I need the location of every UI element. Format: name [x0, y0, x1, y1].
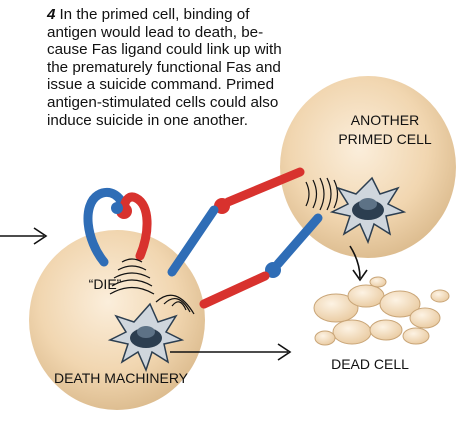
incoming-arrow-icon	[0, 227, 48, 245]
self-binding-loop	[83, 187, 152, 267]
loop-junction-blue	[111, 202, 123, 214]
dying-cell	[29, 230, 205, 410]
caption-line-3: cause Fas ligand could link up with	[47, 41, 282, 59]
fas-ligand-loop	[119, 192, 152, 261]
arrow-down-icon	[349, 245, 368, 282]
another-primed-cell	[280, 76, 456, 258]
step-number: 4	[47, 6, 56, 23]
fas-ligand-upper	[223, 167, 305, 207]
signal-waves-icon	[109, 258, 195, 315]
caption-line-4: the prematurely functional Fas and	[47, 58, 281, 76]
caption-line-2: antigen would lead to death, be-	[47, 23, 264, 41]
upper-death-machinery-icon	[329, 176, 407, 245]
fas-ligand-lower	[199, 271, 270, 309]
label-primed-cell: PRIMED CELL	[338, 131, 432, 147]
caption-line-7: induce suicide in one another.	[47, 111, 248, 129]
signal-waves-upper-icon	[305, 177, 339, 211]
label-another: ANOTHER	[350, 112, 420, 128]
label-death-machinery: DEATH MACHINERY	[53, 370, 189, 386]
arrow-right-icon	[170, 343, 292, 361]
caption-line-6: antigen-stimulated cells could also	[47, 93, 279, 111]
death-machinery-icon	[107, 302, 185, 373]
fas-loop	[83, 187, 129, 267]
fas-upper	[167, 205, 219, 277]
label-die: “DIE”	[88, 276, 122, 292]
label-dead-cell: DEAD CELL	[331, 356, 409, 372]
fas-lower	[273, 213, 323, 269]
fas-fasl-links	[167, 167, 323, 309]
dead-cell-debris	[313, 276, 450, 346]
caption-line-5: issue a suicide command. Primed	[47, 76, 275, 94]
